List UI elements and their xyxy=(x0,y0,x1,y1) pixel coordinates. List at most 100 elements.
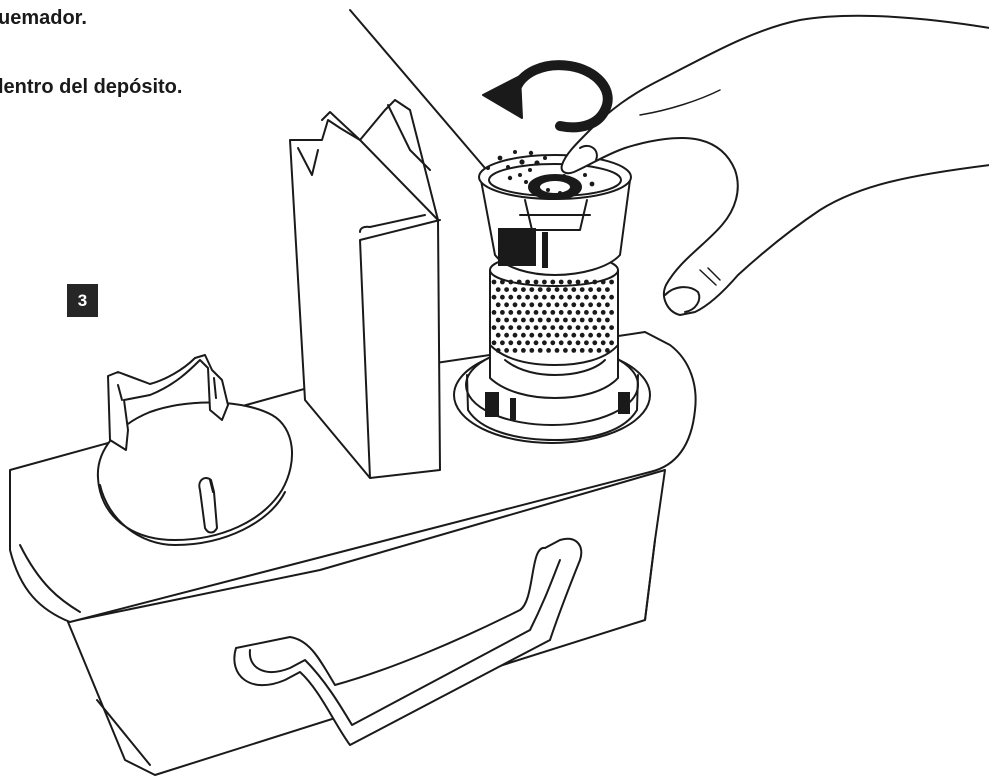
perforation-hole xyxy=(555,302,560,307)
perforation-hole xyxy=(592,340,597,345)
perforation-hole xyxy=(534,325,539,330)
perforation-hole xyxy=(546,333,551,338)
perforation-hole xyxy=(592,310,597,315)
perforation-hole xyxy=(597,318,602,323)
perforation-hole xyxy=(534,310,539,315)
perforation-hole xyxy=(567,280,572,285)
perforation-hole xyxy=(496,318,501,323)
instruction-line-2: lentro del depósito. xyxy=(0,76,182,99)
perforation-hole xyxy=(525,340,530,345)
perforation-hole xyxy=(529,287,534,292)
perforation-hole xyxy=(567,340,572,345)
perforation-hole xyxy=(504,333,509,338)
perforation-hole xyxy=(601,310,606,315)
perforation-hole xyxy=(508,340,513,345)
perforation-hole xyxy=(521,287,526,292)
perforation-hole xyxy=(517,295,522,300)
round-cap xyxy=(98,355,292,545)
perforation-hole xyxy=(580,318,585,323)
step-number-badge: 3 xyxy=(67,284,98,317)
perforation-hole xyxy=(546,302,551,307)
perforation-hole xyxy=(576,310,581,315)
perforation-hole xyxy=(546,348,551,353)
perforation-hole xyxy=(571,333,576,338)
perforation-hole xyxy=(609,295,614,300)
perforation-hole xyxy=(529,333,534,338)
cup-stripe-1 xyxy=(498,228,536,266)
perforation-hole xyxy=(538,333,543,338)
perforation-hole xyxy=(555,287,560,292)
perforation-hole xyxy=(550,310,555,315)
perforation-hole xyxy=(496,302,501,307)
instruction-line-1: uemador. xyxy=(0,7,87,30)
perforation-hole xyxy=(576,340,581,345)
perforation-hole xyxy=(525,280,530,285)
perforation-hole xyxy=(605,302,610,307)
perforation-hole xyxy=(580,348,585,353)
rotation-arrow xyxy=(483,65,608,127)
perforation-hole xyxy=(559,325,564,330)
perforation-hole xyxy=(550,280,555,285)
perforation-hole xyxy=(592,280,597,285)
perforation-hole xyxy=(605,287,610,292)
perforation-hole xyxy=(529,318,534,323)
perforation-hole xyxy=(492,310,497,315)
perforation-hole xyxy=(559,310,564,315)
perforation-hole xyxy=(534,295,539,300)
perforation-hole xyxy=(525,325,530,330)
perforation-hole xyxy=(563,333,568,338)
perforation-hole xyxy=(609,325,614,330)
perforation-hole xyxy=(500,340,505,345)
perforation-hole xyxy=(576,280,581,285)
perforation-hole xyxy=(517,340,522,345)
perforation-hole xyxy=(601,280,606,285)
perforation-hole xyxy=(567,310,572,315)
perforation-hole xyxy=(609,340,614,345)
perforation-hole xyxy=(529,302,534,307)
perforation-hole xyxy=(513,318,518,323)
perforation-hole xyxy=(542,280,547,285)
perforation-hole xyxy=(496,348,501,353)
perforation-hole xyxy=(550,295,555,300)
perforation-hole xyxy=(492,280,497,285)
perforation-hole xyxy=(513,348,518,353)
perforation-hole xyxy=(567,295,572,300)
perforation-hole xyxy=(504,287,509,292)
perforation-hole xyxy=(496,287,501,292)
perforation-hole xyxy=(571,287,576,292)
perforation-hole xyxy=(571,348,576,353)
perforation-hole xyxy=(542,340,547,345)
perforation-hole xyxy=(517,310,522,315)
perforation-hole xyxy=(584,295,589,300)
perforation-hole xyxy=(559,295,564,300)
perforation-hole xyxy=(588,287,593,292)
perforation-hole xyxy=(504,302,509,307)
perforation-hole xyxy=(500,310,505,315)
perforation-hole xyxy=(513,333,518,338)
perforation-hole xyxy=(529,348,534,353)
perforation-hole xyxy=(605,333,610,338)
perforation-hole xyxy=(513,302,518,307)
perforation-hole xyxy=(521,318,526,323)
perforation-hole xyxy=(550,340,555,345)
perforation-hole xyxy=(496,333,501,338)
perforation-hole xyxy=(588,302,593,307)
perforation-hole xyxy=(609,280,614,285)
perforation-hole xyxy=(534,280,539,285)
perforation-hole xyxy=(538,302,543,307)
perforation-hole xyxy=(521,302,526,307)
perforation-hole xyxy=(555,333,560,338)
perforation-hole xyxy=(555,348,560,353)
base-stripe-2 xyxy=(510,398,516,420)
perforation-hole xyxy=(597,333,602,338)
perforation-hole xyxy=(525,310,530,315)
perforation-hole xyxy=(597,287,602,292)
perforation-hole xyxy=(492,325,497,330)
perforation-hole xyxy=(550,325,555,330)
perforation-hole xyxy=(542,325,547,330)
perforation-hole xyxy=(580,302,585,307)
perforation-hole xyxy=(609,310,614,315)
perforation-hole xyxy=(601,340,606,345)
perforation-hole xyxy=(588,333,593,338)
perforation-hole xyxy=(597,348,602,353)
